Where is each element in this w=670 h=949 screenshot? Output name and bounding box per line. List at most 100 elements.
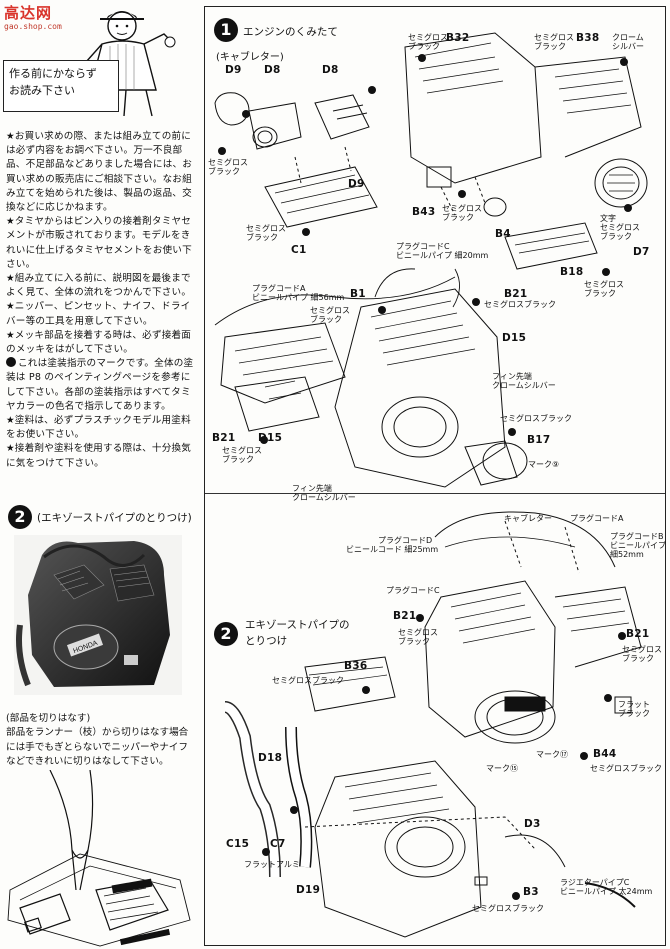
label-black: ブラック bbox=[622, 654, 654, 663]
engine-assembly-drawing bbox=[214, 32, 648, 938]
callout-mark-9: マーク⑨ bbox=[528, 460, 560, 469]
label-semigloss: セミグロス bbox=[408, 33, 448, 42]
cut-parts-note: (部品を切りはなす) 部品をランナー（枝）から切りはなす場合には手でもぎとらない… bbox=[6, 712, 192, 770]
part-D7: D7 bbox=[633, 246, 650, 258]
part-B17: B17 bbox=[527, 434, 551, 446]
label-black: ブラック bbox=[408, 42, 440, 51]
label-semigloss: セミグロス bbox=[442, 204, 482, 213]
general-instructions: ★お買い求めの際、または組み立ての前には必ず内容をお調べ下さい。万一不良部品、不… bbox=[6, 130, 194, 471]
part-C1: C1 bbox=[291, 244, 307, 256]
label-chrome-silver: クロームシルバー bbox=[492, 381, 556, 390]
part-B21-d: B21 bbox=[626, 628, 650, 640]
label-black: ブラック bbox=[398, 637, 430, 646]
label-semigloss-black: セミグロスブラック bbox=[272, 676, 344, 685]
paint-dot bbox=[260, 436, 268, 444]
notice-line-1: 作る前にかならず bbox=[9, 67, 97, 80]
part-D18: D18 bbox=[258, 752, 283, 764]
callout-vinyl-pipe-56: ビニールパイプ 細56mm bbox=[252, 293, 345, 302]
label-semigloss: セミグロス bbox=[584, 280, 624, 289]
step1-number: 1 bbox=[214, 18, 238, 42]
part-D3: D3 bbox=[524, 818, 541, 830]
part-B44: B44 bbox=[593, 748, 617, 760]
part-B18: B18 bbox=[560, 266, 584, 278]
callout-vinyl-cord-25: ビニールコード 細25mm bbox=[346, 545, 439, 554]
label-semigloss-black: セミグロスブラック bbox=[590, 764, 662, 773]
part-D9-b: D9 bbox=[348, 178, 365, 190]
instruction-5: ★メッキ部品を接着する時は、必ず接着面のメッキをはがして下さい。 bbox=[6, 329, 192, 356]
label-semigloss: セミグロス bbox=[208, 158, 248, 167]
part-B21-a: B21 bbox=[504, 288, 528, 300]
watermark-site: gao.shop.com bbox=[4, 22, 62, 31]
label-semigloss: セミグロス bbox=[222, 446, 262, 455]
label-flat-aluminum: フラットアルミ bbox=[244, 860, 300, 869]
instruction-6: これは塗装指示のマークです。全体の塗装は P8 のペインティングページを参考にし… bbox=[6, 358, 194, 412]
label-semigloss-black: セミグロスブラック bbox=[500, 414, 572, 423]
paint-dot bbox=[508, 428, 516, 436]
part-B32: B32 bbox=[446, 32, 470, 44]
watermark-brand: 高达网 bbox=[4, 4, 53, 22]
paint-dot bbox=[512, 892, 520, 900]
callout-mark-15: マーク⑮ bbox=[486, 764, 518, 773]
part-C7: C7 bbox=[270, 838, 286, 850]
part-C15: C15 bbox=[226, 838, 250, 850]
notice-line-2: お読み下さい bbox=[9, 84, 75, 97]
left-step-title: (エキゾーストパイプのとりつけ) bbox=[37, 512, 192, 524]
site-watermark: 高达网 gao.shop.com bbox=[2, 2, 88, 36]
instruction-7: ★塗料は、必ずプラスチックモデル用塗料をお使い下さい。 bbox=[6, 415, 191, 441]
callout-plug-cord-d: プラグコードD bbox=[378, 536, 433, 545]
paint-dot bbox=[472, 298, 480, 306]
instruction-1: ★お買い求めの際、または組み立ての前には必ず内容をお調べ下さい。万一不良部品、不… bbox=[6, 131, 193, 214]
paint-dot bbox=[580, 752, 588, 760]
paint-dot bbox=[418, 54, 426, 62]
paint-dot bbox=[620, 58, 628, 66]
part-D8-a: D8 bbox=[264, 64, 281, 76]
paint-dot bbox=[362, 686, 370, 694]
part-B21-c: B21 bbox=[393, 610, 417, 622]
part-D8-b: D8 bbox=[322, 64, 339, 76]
part-D15-a: D15 bbox=[502, 332, 527, 344]
label-semigloss-black: セミグロスブラック bbox=[472, 904, 544, 913]
label-black: ブラック bbox=[584, 289, 616, 298]
paint-dot bbox=[602, 268, 610, 276]
callout-radiator-pipe: ラジエターパイプC bbox=[560, 878, 630, 887]
read-first-notice: 作る前にかならず お読み下さい bbox=[3, 60, 119, 112]
label-black: ブラック bbox=[442, 213, 474, 222]
instruction-2: ★タミヤからはピン入りの接着剤タミヤセメントが市販されております。モデルをきれい… bbox=[6, 216, 192, 270]
part-B38: B38 bbox=[576, 32, 600, 44]
step1-title: エンジンのくみたて bbox=[243, 26, 338, 38]
engine-photo: HONDA bbox=[14, 535, 182, 695]
label-semigloss: セミグロス bbox=[246, 224, 286, 233]
paint-dot bbox=[302, 228, 310, 236]
label-semigloss-black: セミグロスブラック bbox=[484, 300, 556, 309]
label-fin-tip: フィン先端 bbox=[492, 372, 532, 381]
callout-vinyl-pipe-52b: 細52mm bbox=[610, 550, 644, 559]
part-D19: D19 bbox=[296, 884, 321, 896]
paint-dot bbox=[290, 806, 298, 814]
instruction-paint: これは塗装指示のマークです。全体の塗装は P8 のペインティングページを参考にし… bbox=[6, 357, 194, 414]
step1-subtitle: (キャブレター) bbox=[216, 52, 284, 63]
cut-note-body: 部品をランナー（枝）から切りはなす場合には手でもぎとらないでニッパーやナイフなど… bbox=[6, 727, 189, 768]
label-chrome: クローム bbox=[612, 33, 644, 42]
step-divider bbox=[205, 493, 665, 494]
label-fin-tip: フィン先端 bbox=[292, 484, 332, 493]
instruction-8: ★接着剤や塗料を使用する際は、十分換気に気をつけて下さい。 bbox=[6, 443, 192, 469]
cut-note-title: (部品を切りはなす) bbox=[6, 713, 91, 724]
instruction-4: ★ニッパー、ピンセット、ナイフ、ドライバー等の工具を用意して下さい。 bbox=[6, 301, 191, 327]
label-semigloss: セミグロス bbox=[600, 223, 640, 232]
paint-mark-icon bbox=[6, 357, 16, 368]
callout-plug-cord-c: プラグコードC bbox=[396, 242, 450, 251]
paint-dot bbox=[604, 694, 612, 702]
label-flat: フラット bbox=[618, 700, 650, 709]
callout-vinyl-pipe-52: ビニールパイプ bbox=[610, 541, 666, 550]
step2-number: 2 bbox=[214, 622, 238, 646]
part-D9-a: D9 bbox=[225, 64, 242, 76]
step2-title-line1: エキゾーストパイプの bbox=[245, 619, 350, 631]
paint-dot bbox=[458, 190, 466, 198]
paint-dot bbox=[218, 147, 226, 155]
assembly-frame bbox=[204, 6, 666, 946]
instruction-3: ★組み立てに入る前に、説明図を最後までよく見て、全体の流れをつかんで下さい。 bbox=[6, 273, 192, 299]
label-semigloss: セミグロス bbox=[534, 33, 574, 42]
step2-title-line2: とりつけ bbox=[245, 635, 288, 647]
part-B3: B3 bbox=[523, 886, 539, 898]
part-B36: B36 bbox=[344, 660, 368, 672]
